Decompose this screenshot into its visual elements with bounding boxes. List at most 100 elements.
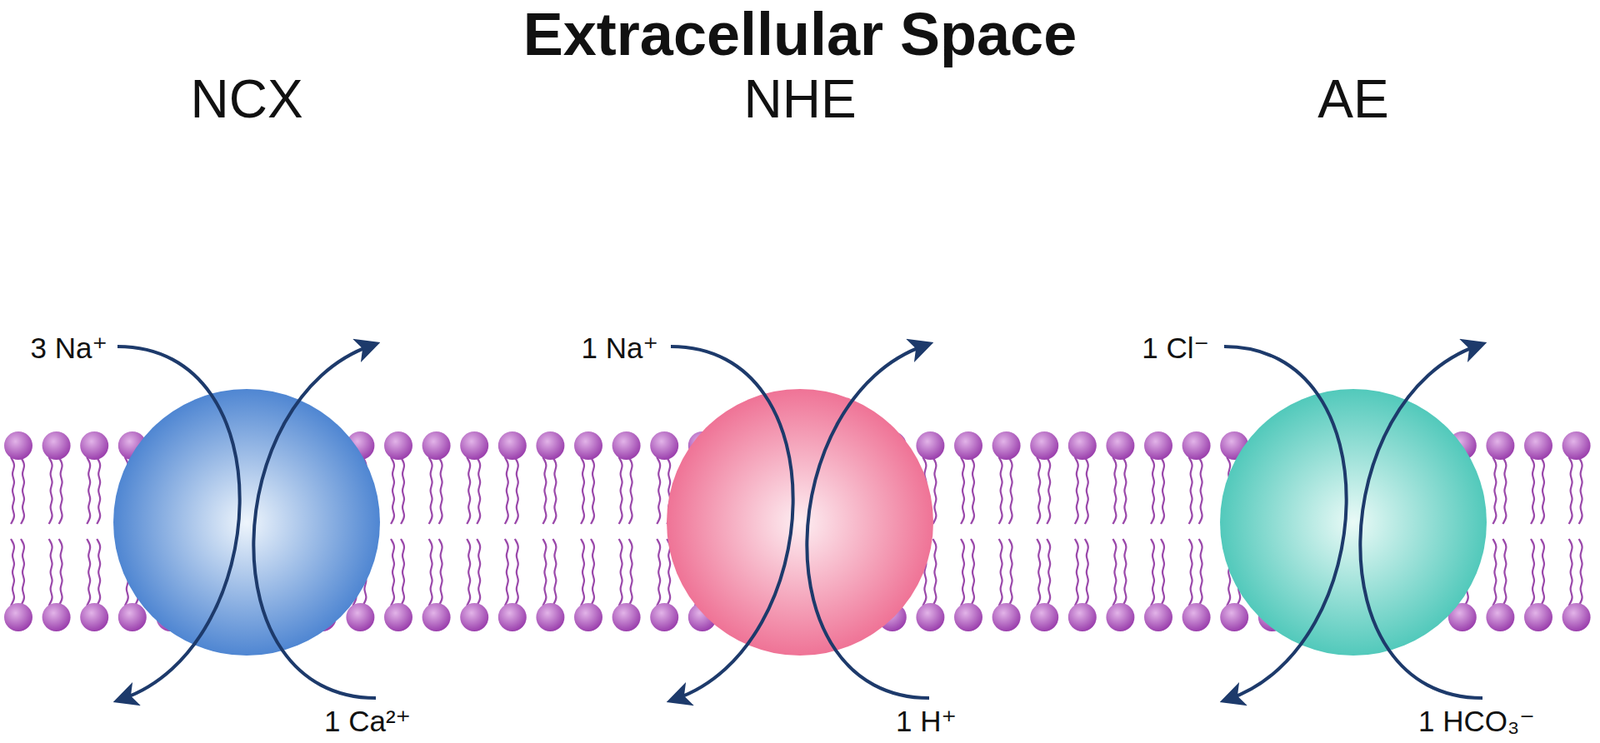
- lipid-head: [4, 603, 33, 632]
- lipid-tail: [656, 539, 660, 606]
- transporter-circle: [666, 389, 934, 656]
- lipid-tail: [20, 457, 25, 525]
- lipid-tail: [590, 539, 595, 606]
- lipid-head: [118, 603, 147, 632]
- lipid-tail: [629, 457, 633, 525]
- lipid-tail: [1036, 457, 1040, 525]
- transporter-protein: NHE: [666, 389, 934, 656]
- lipid-tail: [1160, 457, 1165, 525]
- lipid-head: [650, 431, 679, 460]
- lipid-tail: [619, 539, 623, 606]
- lipid-tail: [390, 539, 395, 606]
- lipid-head: [460, 603, 489, 632]
- lipid-head: [574, 603, 603, 632]
- lipid-tail: [1492, 539, 1496, 606]
- lipid-head: [612, 603, 641, 632]
- lipid-tail: [932, 539, 936, 606]
- lipid-head: [1030, 431, 1059, 460]
- lipid-head: [954, 431, 983, 460]
- lipid-tail: [1540, 539, 1545, 606]
- lipid-tail: [515, 457, 519, 525]
- lipid-tail: [1112, 457, 1116, 525]
- lipid-head: [498, 431, 527, 460]
- lipid-tail: [1502, 457, 1506, 525]
- lipid-tail: [59, 457, 63, 525]
- lipid-head: [1105, 431, 1135, 460]
- lipid-tail: [542, 539, 546, 606]
- lipid-head: [535, 603, 565, 632]
- lipid-head: [1524, 603, 1553, 632]
- lipid-tail: [1112, 539, 1116, 606]
- lipid-tail: [1122, 457, 1126, 525]
- lipid-head: [1182, 431, 1211, 460]
- lipid-tail: [1540, 457, 1545, 525]
- lipid-tail: [10, 457, 15, 525]
- ion-label: 1 HCO₃⁻: [1418, 705, 1535, 739]
- lipid-tail: [542, 457, 546, 525]
- lipid-tail: [1075, 457, 1079, 525]
- transporter-name: AE: [1317, 70, 1389, 129]
- lipid-tail: [505, 457, 509, 525]
- title: Extracellular Space: [0, 0, 1600, 69]
- lipid-tail: [590, 457, 595, 525]
- lipid-head: [992, 431, 1021, 460]
- lipid-tail: [439, 539, 443, 606]
- lipid-tail: [1502, 539, 1506, 606]
- lipid-tail: [970, 539, 975, 606]
- lipid-head: [1068, 603, 1097, 632]
- lipid-tail: [1492, 457, 1496, 525]
- lipid-head: [1562, 603, 1591, 632]
- lipid-head: [1030, 603, 1059, 632]
- lipid-tail: [1009, 457, 1013, 525]
- lipid-tail: [49, 457, 53, 525]
- lipid-tail: [999, 539, 1003, 606]
- transporter-shape: [113, 389, 380, 656]
- lipid-tail: [1009, 539, 1013, 606]
- lipid-head: [422, 603, 451, 632]
- lipid-tail: [932, 457, 936, 525]
- lipid-tail: [476, 457, 480, 525]
- lipid-head: [1485, 431, 1515, 460]
- lipid-tail: [439, 457, 443, 525]
- lipid-tail: [552, 539, 556, 606]
- lipid-tail: [1046, 457, 1050, 525]
- lipid-head: [4, 431, 33, 460]
- lipid-tail: [86, 539, 90, 606]
- ion-label: 1 Cl⁻: [1141, 331, 1210, 365]
- lipid-tail: [552, 457, 556, 525]
- lipid-tail: [999, 457, 1003, 525]
- lipid-tail: [400, 539, 405, 606]
- lipid-tail: [10, 539, 15, 606]
- ion-label: 3 Na⁺: [30, 331, 108, 365]
- lipid-tail: [1075, 539, 1079, 606]
- lipid-tail: [20, 539, 25, 606]
- lipid-head: [1068, 431, 1097, 460]
- ion-label: 1 H⁺: [895, 705, 957, 739]
- transporter-name: NCX: [190, 70, 303, 129]
- lipid-tail: [619, 457, 623, 525]
- ion-flow-arrow: [117, 346, 240, 700]
- lipid-tail: [656, 457, 660, 525]
- ion-flow-arrow: [806, 345, 930, 699]
- lipid-tail: [1150, 457, 1155, 525]
- ion-flow-arrow: [253, 345, 376, 699]
- lipid-tail: [59, 539, 63, 606]
- lipid-head: [460, 431, 489, 460]
- lipid-tail: [400, 457, 405, 525]
- lipid-tail: [466, 539, 470, 606]
- lipid-head: [915, 431, 945, 460]
- lipid-tail: [1122, 539, 1126, 606]
- lipid-head: [42, 603, 71, 632]
- lipid-tail: [1569, 539, 1573, 606]
- lipid-tail: [1036, 539, 1040, 606]
- lipid-tail: [960, 539, 965, 606]
- lipid-tail: [970, 457, 975, 525]
- lipid-tail: [1085, 457, 1089, 525]
- transporter-shape: [666, 389, 934, 656]
- lipid-tail: [1160, 539, 1165, 606]
- lipid-head: [650, 603, 679, 632]
- transporter-circle: [1220, 389, 1487, 656]
- lipid-tail: [1530, 539, 1535, 606]
- lipid-tail: [629, 539, 633, 606]
- lipid-tail: [1199, 539, 1203, 606]
